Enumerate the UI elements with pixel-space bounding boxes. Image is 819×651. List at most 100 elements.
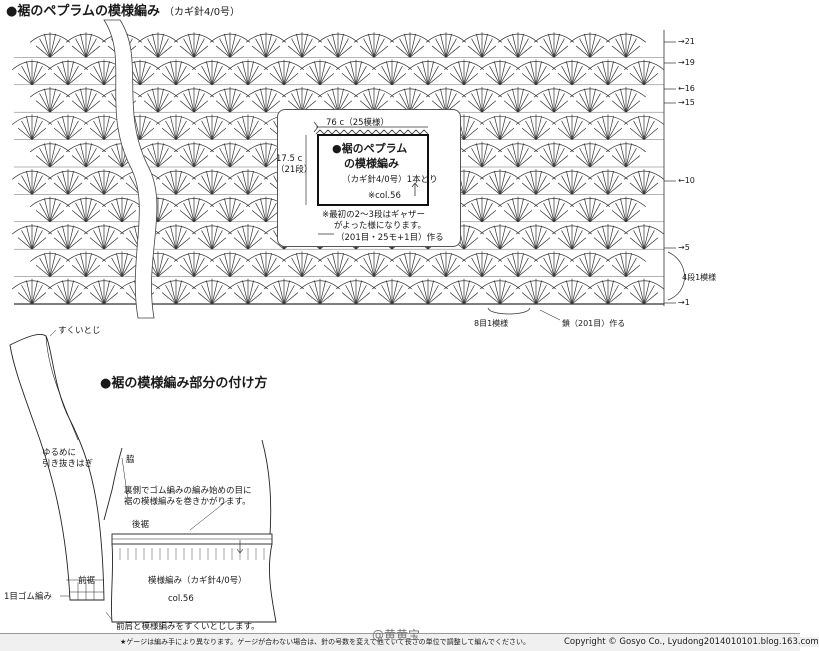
stitch-fan	[479, 114, 521, 140]
stitch-fan	[65, 32, 107, 58]
stitch-fan	[209, 141, 251, 168]
stitch-fan	[497, 32, 539, 58]
card-note-1: ※最初の2〜3段はギャザー	[322, 210, 425, 220]
assembly-title: ●裾の模様編み部分の付け方	[100, 376, 268, 391]
stitch-fan	[533, 32, 575, 58]
footer-copyright: Copyright © Gosyo Co., Ltd.	[564, 637, 684, 647]
stitch-fan	[155, 278, 197, 305]
stitch-fan	[407, 278, 449, 305]
stitch-fan	[29, 32, 71, 58]
stitch-fan	[587, 223, 629, 250]
back-label: 後裾	[132, 520, 150, 530]
stitch-fan	[317, 251, 359, 277]
stitch-fan	[191, 223, 233, 250]
chain-leader	[539, 309, 561, 321]
chart-title-sub: （カギ針4/0号）	[163, 7, 241, 18]
stitch-fan	[83, 169, 125, 195]
assembly-svg	[9, 329, 277, 623]
row-label-15: →15	[678, 98, 695, 107]
stitch-fan	[497, 251, 539, 277]
card-needle: （カギ針4/0号）1本どり	[342, 175, 438, 185]
card-chain: （201目・25モ+1目）作る	[334, 231, 446, 243]
stitch-fan	[155, 169, 197, 195]
stitch-fan	[461, 86, 503, 113]
stitch-fan	[605, 32, 647, 58]
stitch-fan	[533, 141, 575, 168]
stitch-fan	[479, 169, 521, 195]
chart-title-text: ●裾のペプラムの模様編み	[6, 4, 160, 19]
footer-url: yudong2014010101.blog.163.com	[672, 637, 819, 647]
stitch-fan	[587, 278, 629, 305]
footer-note: ★ゲージは編み手により異なります。ゲージが合わない場合は、針の号数を変えて他てい…	[120, 638, 531, 646]
chart-title: ●裾のペプラムの模様編み（カギ針4/0号）	[6, 0, 240, 19]
stitch-fan	[515, 169, 557, 195]
stitch-fan	[569, 86, 611, 113]
rib-label: 1目ゴム編み	[4, 592, 52, 602]
stitch-fan	[371, 59, 413, 86]
row-label-19: →19	[678, 58, 695, 67]
stitch-fan	[515, 278, 557, 305]
stitch-fan	[47, 223, 89, 250]
stitch-fan	[623, 223, 665, 250]
stitch-fan	[209, 196, 251, 223]
stitch-fan	[479, 59, 521, 86]
stitch-fan	[497, 196, 539, 223]
stitch-fan	[605, 196, 647, 223]
row-label-16: ←16	[678, 84, 695, 93]
repeat-rows-label: 4段1模様	[682, 273, 717, 282]
stitch-fan	[551, 278, 593, 305]
stitch-fan	[65, 196, 107, 223]
stitch-fan	[245, 196, 287, 223]
stitch-fan	[479, 223, 521, 250]
col-label: col.56	[168, 594, 194, 604]
stitch-fan	[605, 141, 647, 168]
stitch-fan	[569, 32, 611, 58]
stitch-fan	[515, 114, 557, 140]
repeat-stitches-label: 8目1模様	[474, 319, 509, 328]
stitch-fan	[155, 59, 197, 86]
footer-bar	[0, 633, 800, 651]
stitch-fan	[551, 114, 593, 140]
stitch-fan	[353, 251, 395, 277]
stitch-fan	[137, 141, 179, 168]
stitch-fan	[533, 251, 575, 277]
peplum-outline	[110, 543, 277, 623]
instruction-2: 裾の模様編みを巻きかがります。	[124, 497, 251, 507]
stitch-fan	[317, 86, 359, 113]
stitch-fan	[47, 169, 89, 195]
stitch-fan	[551, 59, 593, 86]
stitch-fan	[443, 59, 485, 86]
stitch-fan	[227, 59, 269, 86]
stitch-fan	[461, 32, 503, 58]
stitch-fan	[569, 141, 611, 168]
stitch-fan	[191, 59, 233, 86]
stitch-fan	[173, 141, 215, 168]
stitch-fan	[83, 114, 125, 140]
stitch-fan	[623, 114, 665, 140]
stitch-fan	[191, 169, 233, 195]
card-width-label: 76 c（25模様）	[326, 118, 390, 128]
repeat-bracket	[487, 307, 531, 315]
stitch-fan	[623, 169, 665, 195]
weibo-watermark: @黄黄宝	[372, 628, 421, 642]
stitch-fan	[605, 251, 647, 277]
stitch-fan	[335, 278, 377, 305]
stitch-fan	[227, 223, 269, 250]
stitch-fan	[569, 196, 611, 223]
stitch-fan	[407, 59, 449, 86]
stitch-fan	[515, 59, 557, 86]
stitch-fan	[137, 86, 179, 113]
stitch-fan	[569, 251, 611, 277]
card-title-2: の模様編み	[344, 157, 399, 170]
schematic-svg	[305, 121, 429, 235]
stitch-fan	[83, 278, 125, 305]
row-label-21: →21	[678, 37, 695, 46]
stitch-fan	[137, 32, 179, 58]
schematic-card: 76 c（25模様） 17.5 c （21段） ●裾のペプラム の模様編み （カ…	[276, 109, 461, 247]
stitch-fan	[335, 59, 377, 86]
stitch-fan	[191, 114, 233, 140]
stitch-fan	[83, 223, 125, 250]
stitch-fan	[353, 32, 395, 58]
stitch-fan	[281, 32, 323, 58]
chart-break-band	[103, 19, 158, 319]
